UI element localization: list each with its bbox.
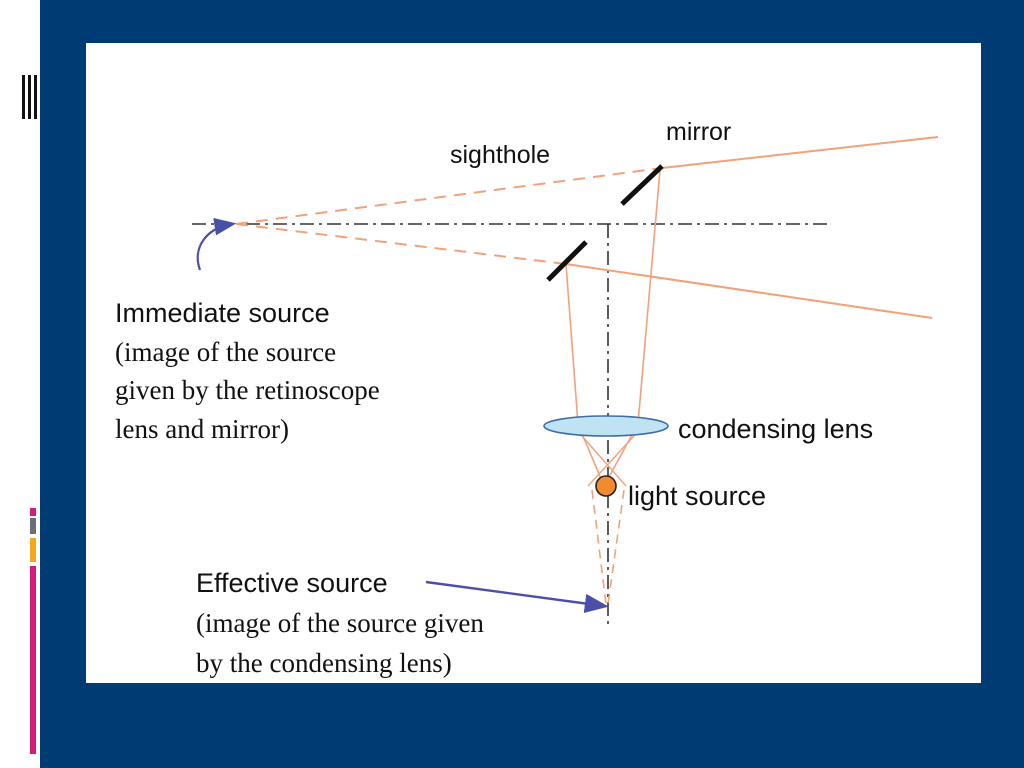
- label-immediate-source-line1: (image of the source: [115, 337, 336, 367]
- label-effective-source-line2: by the condensing lens): [196, 648, 452, 678]
- light-source-dot: [595, 475, 617, 497]
- label-sighthole: sighthole: [450, 141, 550, 169]
- ray-upper-dashed: [235, 167, 663, 225]
- ray-lens-right-cross: [587, 435, 635, 487]
- ray-lens-left-cross: [581, 435, 627, 487]
- label-mirror: mirror: [666, 118, 731, 146]
- mirror-lower: [546, 240, 588, 282]
- stripes-svg: [22, 75, 37, 119]
- mirror-upper: [620, 164, 664, 206]
- ray-right-to-lens: [637, 169, 661, 425]
- ray-lower-dashed: [235, 223, 567, 265]
- ray-effective-right: [607, 489, 625, 605]
- condensing-lens: [543, 415, 669, 437]
- accent-bar-pink: [30, 566, 36, 754]
- label-immediate-source-title: Immediate source: [115, 298, 330, 328]
- label-light-source: light source: [628, 481, 766, 511]
- accent-bar-orange: [30, 538, 36, 562]
- label-condensing-lens: condensing lens: [678, 414, 873, 444]
- arrow-effective-source: [425, 580, 609, 613]
- accent-bar-gray: [30, 518, 36, 534]
- label-effective-source-line1: (image of the source given: [196, 608, 484, 638]
- ray-left-to-lens: [565, 263, 579, 425]
- ray-effective-left: [591, 489, 607, 605]
- vertical-stripes-icon: [20, 75, 42, 119]
- label-effective-source-title: Effective source: [196, 568, 388, 598]
- arrow-immediate-source: [196, 217, 237, 271]
- ray-upper-solid: [661, 136, 939, 169]
- accent-bar-pink-top: [30, 508, 36, 516]
- label-immediate-source-line2: given by the retinoscope: [115, 375, 380, 405]
- ray-lower-solid: [565, 263, 933, 319]
- label-immediate-source-line3: lens and mirror): [115, 414, 289, 444]
